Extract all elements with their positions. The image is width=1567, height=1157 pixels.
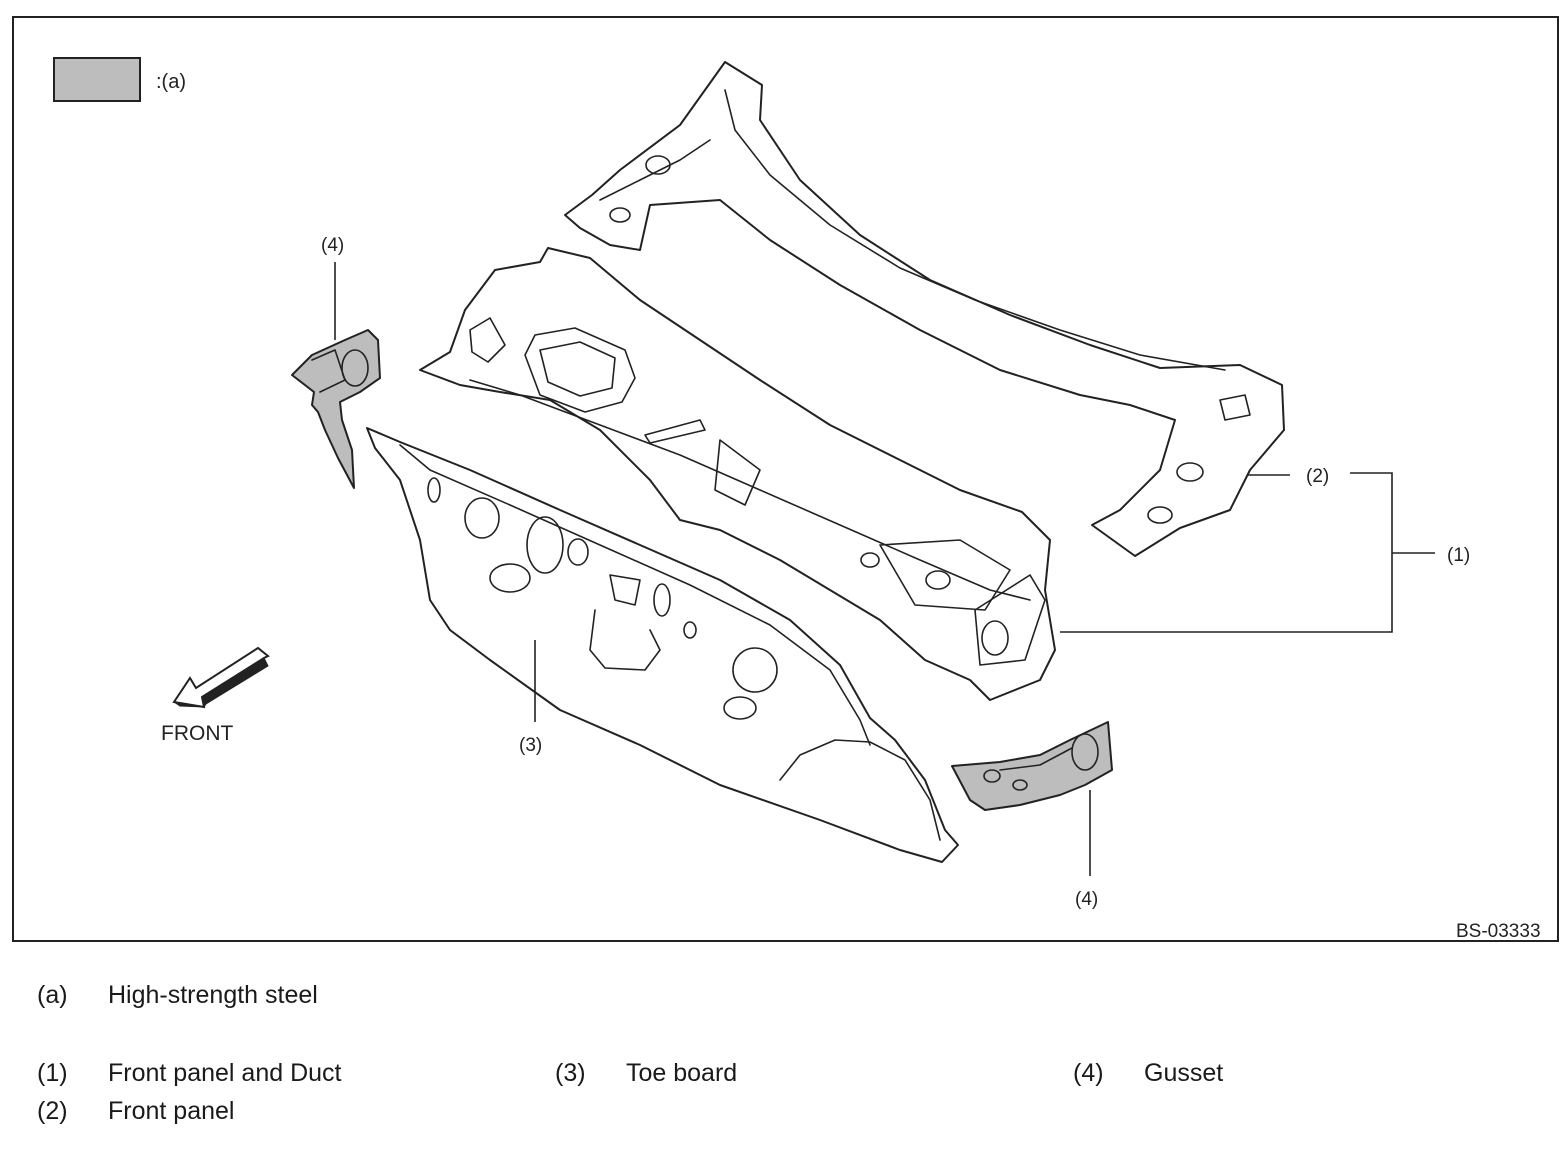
callout-3: (3) bbox=[519, 735, 542, 756]
front-panel-and-duct bbox=[419, 247, 1056, 701]
callout-4-top: (4) bbox=[321, 235, 344, 256]
caption-code-4: (4) bbox=[1073, 1059, 1104, 1087]
caption-text-4: Gusset bbox=[1144, 1059, 1224, 1087]
legend-label: :(a) bbox=[156, 71, 186, 93]
figure-id: BS-03333 bbox=[1456, 921, 1541, 942]
body-panel-diagram: :(a) bbox=[53, 57, 1541, 942]
caption-code-1: (1) bbox=[37, 1059, 68, 1087]
front-label: FRONT bbox=[161, 722, 233, 745]
front-arrow-icon bbox=[172, 646, 270, 709]
caption-text-2: Front panel bbox=[108, 1097, 235, 1125]
caption-text-a: High-strength steel bbox=[108, 981, 318, 1009]
callout-2: (2) bbox=[1306, 466, 1329, 487]
callout-1: (1) bbox=[1447, 545, 1470, 566]
figure-frame bbox=[12, 16, 1559, 942]
caption-code-3: (3) bbox=[555, 1059, 586, 1087]
gusset-left bbox=[291, 329, 381, 489]
caption-code-2: (2) bbox=[37, 1097, 68, 1125]
caption-text-1: Front panel and Duct bbox=[108, 1059, 342, 1087]
callout-4-bottom: (4) bbox=[1075, 889, 1098, 910]
toe-board bbox=[366, 427, 959, 863]
caption-code-a: (a) bbox=[37, 981, 68, 1009]
gusset-right bbox=[951, 721, 1113, 811]
leader-lines bbox=[334, 262, 1435, 876]
legend-swatch bbox=[53, 57, 141, 102]
caption-text-3: Toe board bbox=[626, 1059, 738, 1087]
front-panel-upper bbox=[564, 61, 1285, 557]
